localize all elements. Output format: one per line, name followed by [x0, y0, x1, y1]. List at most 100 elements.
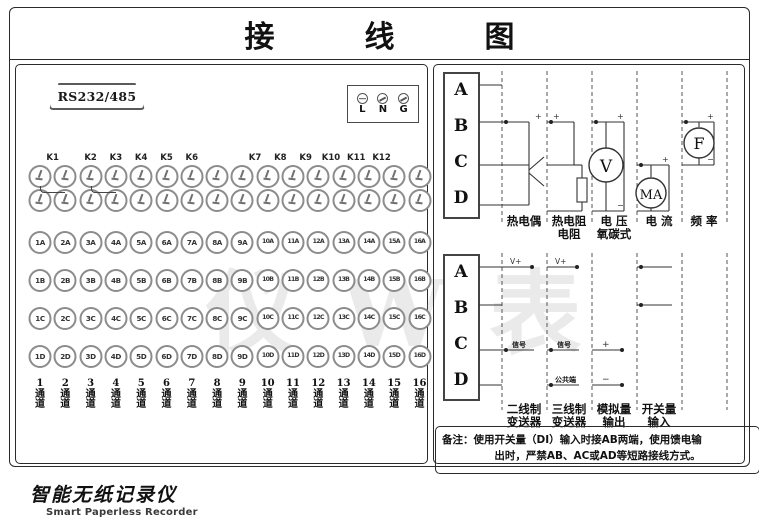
terminal-2d[interactable]: 2D [53, 345, 77, 368]
terminal-7b[interactable]: 7B [180, 269, 204, 292]
relay-screw-terminal[interactable] [281, 189, 305, 212]
terminal-4c[interactable]: 4C [104, 307, 128, 330]
terminal-1b[interactable]: 1B [28, 269, 52, 292]
relay-screw-terminal[interactable] [129, 189, 153, 212]
terminal-3b[interactable]: 3B [79, 269, 103, 292]
terminal-16b[interactable]: 16B [408, 269, 431, 292]
terminal-12b[interactable]: 12B [306, 269, 330, 292]
terminal-6c[interactable]: 6C [155, 307, 178, 330]
terminal-8d[interactable]: 8D [205, 345, 229, 368]
terminal-9d[interactable]: 9D [230, 345, 254, 368]
terminal-5a[interactable]: 5A [129, 231, 153, 254]
terminal-14d[interactable]: 14D [357, 345, 381, 368]
upper-column-labels: 热电偶 热电阻 电阻 电 压 氧碳式 电 流 频 率 [507, 214, 718, 241]
terminal-10b[interactable]: 10B [256, 269, 280, 292]
relay-screw-terminal[interactable] [382, 165, 406, 188]
terminal-9b[interactable]: 9B [230, 269, 254, 292]
terminal-13b[interactable]: 13B [332, 269, 356, 292]
terminal-10a[interactable]: 10A [256, 231, 280, 254]
terminal-10d[interactable]: 10D [256, 345, 280, 368]
terminal-8a[interactable]: 8A [205, 231, 229, 254]
channel-number: 7 [188, 378, 196, 389]
terminal-9c[interactable]: 9C [230, 307, 254, 330]
relay-label-k8: K8 [274, 153, 287, 163]
terminal-4d[interactable]: 4D [104, 345, 128, 368]
terminal-12a[interactable]: 12A [306, 231, 330, 254]
terminal-7a[interactable]: 7A [180, 231, 204, 254]
terminal-15c[interactable]: 15C [382, 307, 406, 330]
relay-screw-terminal[interactable] [53, 189, 77, 212]
relay-screw-terminal[interactable] [382, 189, 406, 212]
terminal-1c[interactable]: 1C [28, 307, 52, 330]
terminal-3d[interactable]: 3D [79, 345, 103, 368]
relay-screw-terminal[interactable] [357, 189, 381, 212]
terminal-11a[interactable]: 11A [281, 231, 305, 254]
terminal-5d[interactable]: 5D [129, 345, 153, 368]
terminal-16a[interactable]: 16A [408, 231, 431, 254]
terminal-6b[interactable]: 6B [155, 269, 178, 292]
relay-screw-terminal[interactable] [180, 189, 204, 212]
terminal-15d[interactable]: 15D [382, 345, 406, 368]
relay-screw-terminal[interactable] [155, 189, 178, 212]
relay-screw-terminal[interactable] [256, 189, 280, 212]
terminal-12d[interactable]: 12D [306, 345, 330, 368]
relay-screw-terminal[interactable] [332, 165, 356, 188]
relay-screw-terminal[interactable] [180, 165, 204, 188]
terminal-5b[interactable]: 5B [129, 269, 153, 292]
terminal-4a[interactable]: 4A [104, 231, 128, 254]
relay-screw-terminal[interactable] [129, 165, 153, 188]
relay-screw-terminal[interactable] [205, 189, 229, 212]
terminal-3a[interactable]: 3A [79, 231, 103, 254]
relay-screw-terminal[interactable] [281, 165, 305, 188]
relay-screw-terminal[interactable] [104, 165, 128, 188]
relay-screw-terminal[interactable] [408, 165, 431, 188]
terminal-16c[interactable]: 16C [408, 307, 431, 330]
terminal-label: 16B [413, 276, 426, 284]
terminal-3c[interactable]: 3C [79, 307, 103, 330]
screw-slot-icon [389, 201, 398, 204]
terminal-8b[interactable]: 8B [205, 269, 229, 292]
relay-screw-terminal[interactable] [53, 165, 77, 188]
terminal-14b[interactable]: 14B [357, 269, 381, 292]
terminal-11c[interactable]: 11C [281, 307, 305, 330]
terminal-10c[interactable]: 10C [256, 307, 280, 330]
terminal-1a[interactable]: 1A [28, 231, 52, 254]
terminal-13d[interactable]: 13D [332, 345, 356, 368]
relay-screw-terminal[interactable] [357, 165, 381, 188]
relay-screw-terminal[interactable] [230, 165, 254, 188]
relay-screw-terminal[interactable] [408, 189, 431, 212]
relay-screw-terminal[interactable] [79, 165, 103, 188]
terminal-8c[interactable]: 8C [205, 307, 229, 330]
relay-screw-terminal[interactable] [306, 189, 330, 212]
relay-screw-terminal[interactable] [306, 165, 330, 188]
relay-screw-terminal[interactable] [332, 189, 356, 212]
terminal-13c[interactable]: 13C [332, 307, 356, 330]
terminal-7d[interactable]: 7D [180, 345, 204, 368]
terminal-2b[interactable]: 2B [53, 269, 77, 292]
terminal-label: 15A [388, 238, 401, 246]
terminal-9a[interactable]: 9A [230, 231, 254, 254]
terminal-4b[interactable]: 4B [104, 269, 128, 292]
relay-screw-terminal[interactable] [230, 189, 254, 212]
terminal-6d[interactable]: 6D [155, 345, 178, 368]
terminal-2c[interactable]: 2C [53, 307, 77, 330]
terminal-12c[interactable]: 12C [306, 307, 330, 330]
terminal-11d[interactable]: 11D [281, 345, 305, 368]
terminal-2a[interactable]: 2A [53, 231, 77, 254]
relay-screw-terminal[interactable] [205, 165, 229, 188]
terminal-1d[interactable]: 1D [28, 345, 52, 368]
terminal-7c[interactable]: 7C [180, 307, 204, 330]
terminal-14c[interactable]: 14C [357, 307, 381, 330]
relay-screw-terminal[interactable] [28, 165, 52, 188]
terminal-16d[interactable]: 16D [408, 345, 431, 368]
terminal-5c[interactable]: 5C [129, 307, 153, 330]
relay-screw-terminal[interactable] [155, 165, 178, 188]
terminal-15b[interactable]: 15B [382, 269, 406, 292]
relay-screw-terminal[interactable] [256, 165, 280, 188]
terminal-15a[interactable]: 15A [382, 231, 406, 254]
terminal-11b[interactable]: 11B [281, 269, 305, 292]
terminal-14a[interactable]: 14A [357, 231, 381, 254]
relay-screw-terminal[interactable] [104, 189, 128, 212]
terminal-13a[interactable]: 13A [332, 231, 356, 254]
terminal-6a[interactable]: 6A [155, 231, 178, 254]
